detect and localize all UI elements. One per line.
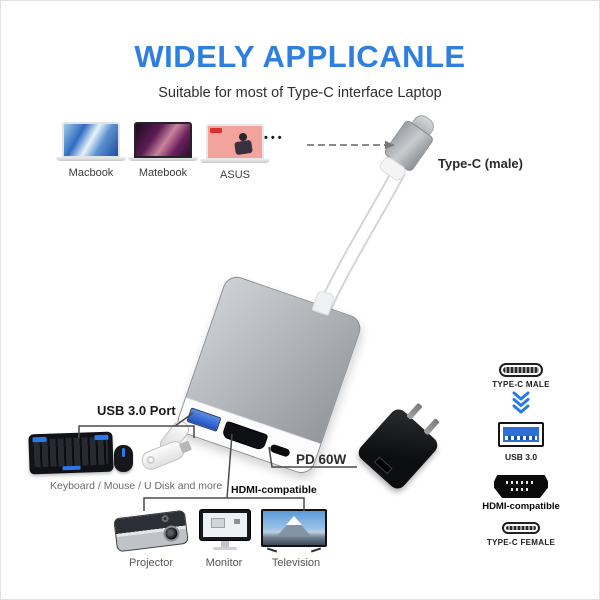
monitor-stand	[221, 541, 229, 547]
down-arrows-icon	[512, 391, 530, 414]
keyboard-accent	[32, 436, 47, 443]
laptop-base	[128, 157, 198, 161]
laptop-label: Matebook	[138, 167, 188, 179]
typec-female-icon	[502, 522, 540, 534]
page-title: WIDELY APPLICANLE	[134, 39, 466, 74]
keyboard-icon	[28, 431, 114, 475]
monitor-base	[213, 547, 237, 550]
usb-pins	[505, 436, 537, 440]
laptop-base	[56, 157, 126, 161]
hdmi-icon	[494, 475, 548, 498]
asus-screen-icon	[206, 124, 264, 160]
tv-mountain	[277, 517, 311, 536]
charger-body	[355, 402, 441, 493]
hdmi-title: HDMI-compatible	[231, 484, 317, 496]
usb-tongue	[503, 427, 539, 442]
projector-lens	[162, 524, 181, 543]
typec-male-label: Type-C (male)	[438, 156, 523, 171]
hdmi-pins	[506, 481, 536, 484]
tv-foot	[266, 547, 278, 553]
typec-pins	[503, 367, 539, 373]
legend-typec-female-label: TYPE-C FEMALE	[486, 538, 556, 547]
monitor-bezel	[199, 509, 251, 541]
macbook-screen-icon	[62, 122, 120, 158]
projector-ring	[161, 514, 170, 523]
typec-pd-port	[269, 443, 291, 458]
television-icon	[261, 509, 327, 555]
asus-figure	[239, 133, 247, 141]
usb-devices-caption: Keyboard / Mouse / U Disk and more	[50, 480, 223, 492]
laptop-label: ASUS	[220, 169, 250, 181]
legend-typec-male-label: TYPE-C MALE	[492, 380, 550, 389]
cable-strain-relief	[311, 289, 336, 317]
more-devices-dots-icon: •••	[264, 132, 285, 144]
keyboard-accent	[94, 434, 109, 441]
typec-male-icon	[499, 363, 543, 377]
projector-icon	[113, 507, 193, 559]
mouse-icon	[114, 445, 133, 472]
asus-figure-body	[234, 139, 253, 156]
usb3-icon	[498, 422, 544, 447]
hdmi-pins	[511, 488, 531, 491]
usb-port-title: USB 3.0 Port	[97, 403, 176, 418]
typec-pins	[506, 526, 536, 530]
matebook-screen-icon	[134, 122, 192, 158]
usb-flash-drive-icon	[139, 417, 199, 485]
legend-usb3-label: USB 3.0	[504, 452, 538, 462]
keyboard-accent	[62, 465, 81, 471]
monitor-icon	[199, 509, 251, 555]
hdmi-port	[221, 420, 269, 452]
tv-frame	[261, 509, 327, 547]
tv-foot	[310, 547, 322, 553]
projector-body	[113, 509, 189, 553]
typec-plug-icon	[366, 105, 447, 194]
charger-prong	[406, 402, 423, 421]
legend-hdmi-label: HDMI-compatible	[482, 501, 560, 512]
power-adapter-icon	[355, 397, 461, 493]
monitor-widget	[234, 519, 240, 524]
laptop-matebook: Matebook	[128, 122, 198, 179]
laptop-macbook: Macbook	[56, 122, 126, 179]
tv-screen	[263, 511, 325, 545]
laptop-label: Macbook	[68, 167, 114, 179]
usb-c-hub-device	[173, 273, 365, 477]
pd-label: PD 60W	[296, 452, 347, 467]
laptop-base	[200, 159, 270, 163]
monitor-screen	[203, 513, 247, 537]
udisk-connector	[178, 440, 192, 454]
monitor-window	[211, 518, 225, 528]
tv-mountain-snowcap	[286, 516, 302, 525]
charger-prong	[423, 418, 440, 436]
monitor-label: Monitor	[205, 557, 243, 569]
charger-usb-slot	[373, 456, 393, 475]
page-subtitle: Suitable for most of Type-C interface La…	[158, 85, 442, 101]
asus-logo-badge	[210, 128, 222, 133]
laptop-asus: ASUS	[200, 124, 270, 181]
television-label: Television	[271, 557, 321, 569]
projector-label: Projector	[128, 557, 174, 569]
mouse-wheel	[122, 448, 125, 457]
udisk-pivot	[145, 454, 156, 466]
